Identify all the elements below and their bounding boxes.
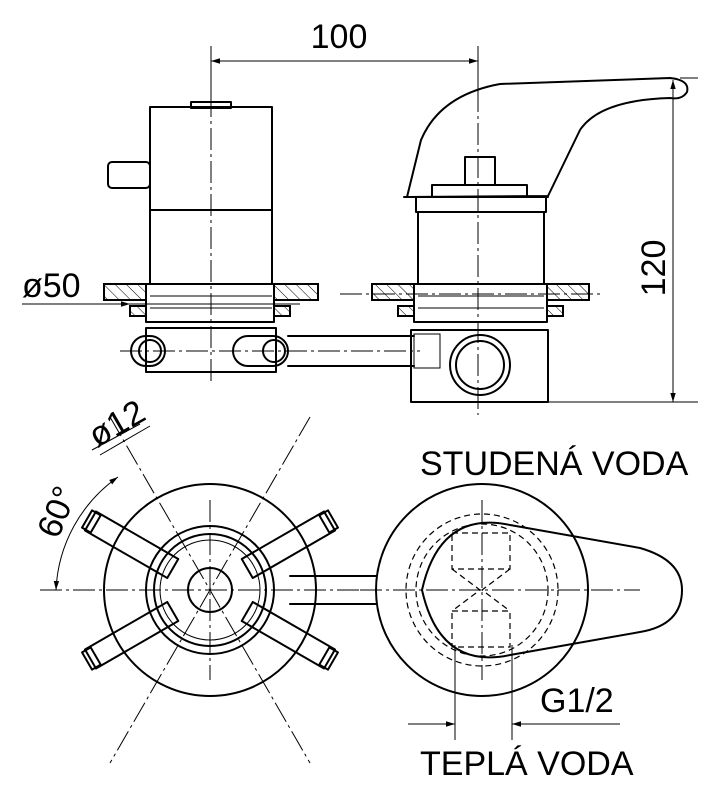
front-view: 100	[22, 18, 698, 415]
dim-pipe-diameter-label: ø12	[82, 393, 152, 455]
dim-angle-label: 60°	[30, 481, 84, 543]
connecting-pipe	[287, 333, 441, 369]
right-valve-top	[360, 483, 683, 697]
left-valve-top	[40, 416, 360, 764]
hot-water-label: TEPLÁ VODA	[420, 745, 634, 783]
top-view: ø12 60° STUDENÁ VODA G1/2 TEPLÁ VODA	[30, 393, 688, 783]
right-valve-body	[371, 77, 689, 403]
dimension-width: 100	[210, 18, 479, 105]
dim-height-label: 120	[635, 240, 673, 297]
cold-water-label: STUDENÁ VODA	[420, 445, 689, 483]
thread-label: G1/2	[540, 682, 614, 720]
dimension-flange-diameter: ø50	[22, 267, 300, 307]
dim-flange-diameter-label: ø50	[22, 267, 81, 305]
dim-width-label: 100	[311, 18, 368, 56]
dimension-pipe-diameter: ø12	[82, 393, 152, 456]
dimension-thread: G1/2	[408, 645, 620, 740]
connecting-pipe-top	[289, 575, 377, 605]
dimension-height: 120	[548, 77, 698, 403]
